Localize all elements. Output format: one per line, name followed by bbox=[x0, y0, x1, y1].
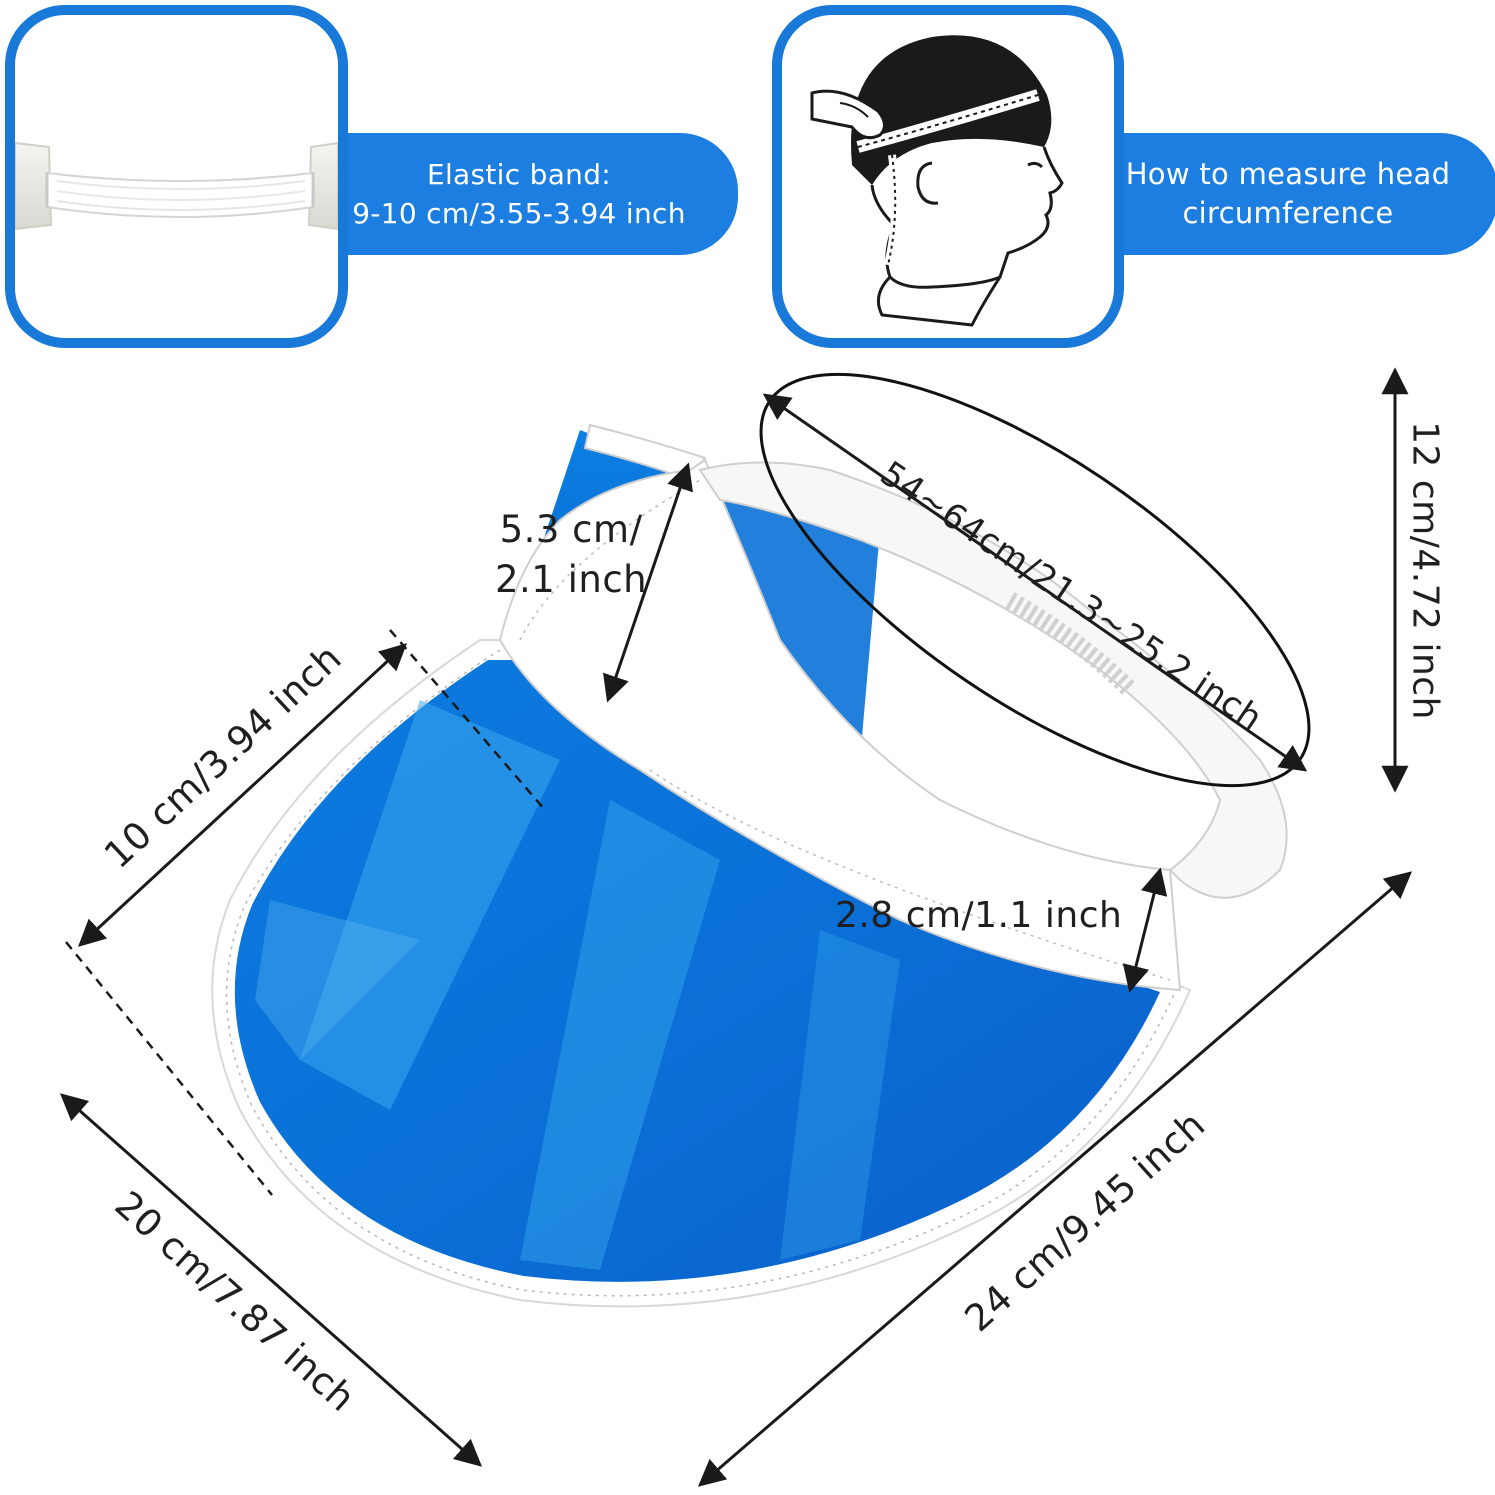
band-height-cm: 5.3 cm/ bbox=[499, 508, 643, 551]
band-height-arrow bbox=[603, 462, 693, 703]
brim-highlight bbox=[300, 700, 560, 1110]
brim-highlight bbox=[520, 800, 720, 1270]
elastic-band-photo-frame bbox=[5, 5, 348, 348]
elastic-band-image bbox=[15, 141, 338, 231]
head-illustration bbox=[810, 35, 1064, 327]
head-measure-subtitle: circumference bbox=[1182, 196, 1394, 230]
elastic-band-size: 9-10 cm/3.55-3.94 inch bbox=[352, 197, 686, 230]
brim-depth-guide-top bbox=[389, 629, 546, 811]
strap-width-label: 2.8 cm/1.1 inch bbox=[835, 895, 1123, 936]
elastic-band-tab: Elastic band: 9-10 cm/3.55-3.94 inch bbox=[300, 133, 738, 255]
band-height-inch: 2.1 inch bbox=[495, 558, 648, 601]
brim-depth-arrow bbox=[78, 643, 407, 947]
brim-depth-guide-bottom bbox=[65, 941, 273, 1196]
height-label: 12 cm/4.72 inch bbox=[1404, 421, 1446, 720]
circumference-arrow bbox=[762, 393, 1308, 772]
length-arrow bbox=[697, 871, 1413, 1487]
band-height-label: 5.3 cm/ 2.1 inch bbox=[495, 505, 647, 605]
brim-width-arrow bbox=[59, 1093, 483, 1467]
head-measure-title: How to measure head bbox=[1125, 157, 1451, 191]
head-measure-tab: How to measure head circumference bbox=[1078, 133, 1495, 255]
elastic-band-title: Elastic band: bbox=[426, 158, 612, 191]
head-measure-illustration-frame bbox=[772, 5, 1124, 348]
